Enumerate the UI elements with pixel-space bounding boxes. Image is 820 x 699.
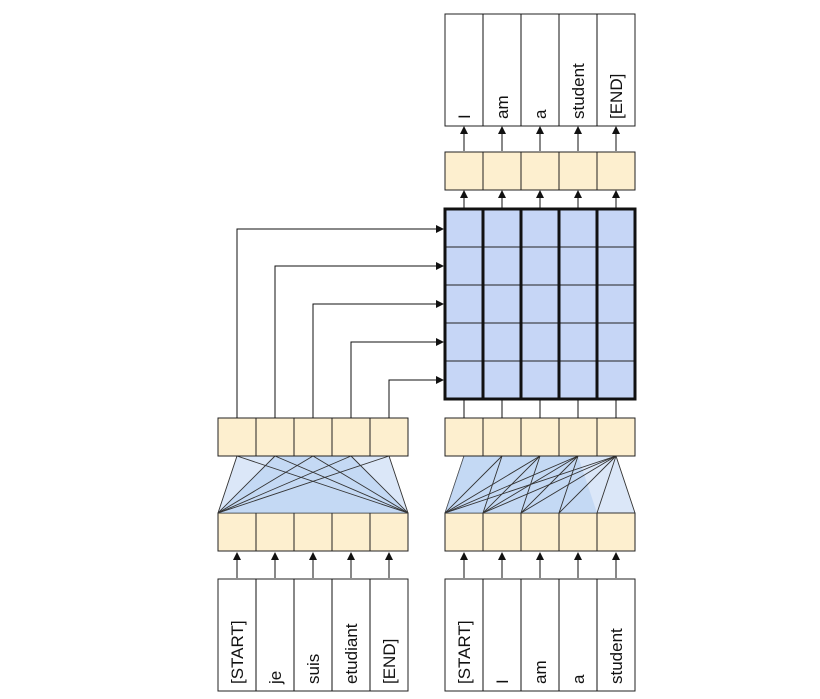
attention-cell [520,208,560,248]
encoder-token-end: [END] [380,639,399,684]
decoder-output-tokens: I am a student [END] [444,13,636,127]
encoder-input-arrows [233,552,393,578]
attention-cell [482,246,522,286]
decoder-embedding-row [444,512,636,552]
encoder-token-suis: suis [304,654,323,684]
decoder-causal-attention-fan [444,455,636,514]
attention-cell [444,360,484,400]
attention-cell [558,284,598,324]
attention-cell [444,322,484,362]
attention-cell [482,208,522,248]
decoder-input-token-am: am [531,660,550,684]
decoder-input-token-i: I [493,679,512,684]
encoder-token-je: je [266,671,285,685]
output-token-end: [END] [607,74,626,119]
output-token-am: am [493,95,512,119]
attention-cell [482,360,522,400]
attention-cell [558,208,598,248]
attention-cell [520,322,560,362]
attention-cell [558,322,598,362]
attention-cell [596,360,636,400]
decoder-input-token-student: student [607,628,626,684]
attention-cell [520,284,560,324]
decoder-input-tokens: [START] I am a student [444,578,636,692]
decoder-input-token-start: [START] [455,620,474,684]
decoder-input-token-a: a [569,674,588,684]
attention-cell [596,322,636,362]
decoder-input-arrows [460,552,620,578]
attention-cell [520,360,560,400]
output-token-i: I [455,114,474,119]
encoder-token-start: [START] [228,620,247,684]
attention-cell [596,208,636,248]
attention-cell [558,246,598,286]
cross-attention-grid [443,207,637,401]
attention-output-arrows [460,190,620,209]
encoder-input-tokens: [START] je suis etudiant [END] [217,578,409,692]
attention-cell [444,208,484,248]
cross-attention-connectors [236,225,444,418]
attention-cell [482,284,522,324]
attention-cell [596,246,636,286]
encoder-token-etudiant: etudiant [342,623,361,684]
output-token-arrows [460,126,620,151]
encoder-output-row [217,417,409,457]
attention-cell [520,246,560,286]
decoder-query-row [444,417,636,457]
output-token-student: student [569,63,588,119]
decoder-output-embedding-row [444,151,636,191]
output-token-a: a [531,109,550,119]
attention-cell [444,284,484,324]
query-to-attention-connectors [463,400,617,418]
encoder-self-attention-fan [217,455,409,514]
attention-cell [558,360,598,400]
attention-cell [482,322,522,362]
attention-cell [444,246,484,286]
encoder-embedding-row [217,512,409,552]
attention-cell [596,284,636,324]
